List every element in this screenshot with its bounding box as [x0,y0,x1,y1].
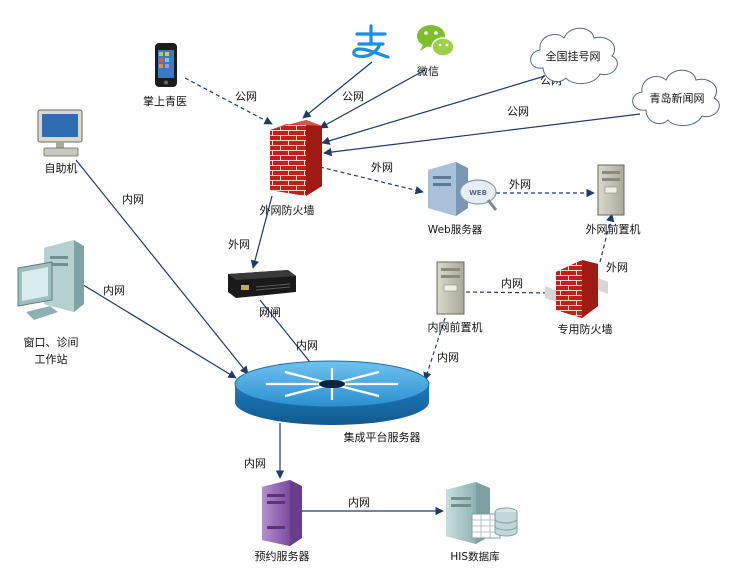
edge-label-alipay-firewall: 公网 [342,90,364,103]
node-label-mobile: 掌上青医 [143,94,187,108]
node-label-workstation-line2: 工作站 [35,352,68,366]
database-server-icon [446,482,518,544]
network-gateway-icon [228,270,296,298]
node-label-wechat: 微信 [417,64,439,78]
edge-label-hub-appointment: 内网 [244,456,266,470]
node-label-external-firewall: 外网防火墙 [260,203,315,217]
node-label-kiosk: 自助机 [45,161,78,175]
alipay-logo-icon [352,24,390,59]
edge-label-internal-front-hub: 内网 [437,350,459,364]
edge-alipay-firewall [302,61,373,119]
brick-firewall-icon [270,120,322,196]
edge-label-qingdao-firewall: 公网 [507,105,529,118]
edge-label-kiosk-hub: 内网 [122,192,144,206]
node-label-appointment-server: 预约服务器 [255,550,310,563]
edge-qingdao-firewall [323,113,641,157]
tower-server-icon [436,261,465,315]
node-label-gateway: 网闸 [259,306,281,319]
node-label-internal-front-machine: 内网前置机 [428,320,483,334]
node-label-qingdao-news: 青岛新闻网 [650,91,705,105]
edge-internal-front-hub [423,317,446,381]
edge-internal-front-dedicated [465,288,554,298]
cloud-icon [632,69,720,126]
edge-label-web-front: 外网 [509,178,531,191]
web-server-icon: WEB [428,162,498,216]
tower-server-icon [597,164,625,216]
edge-label-workstation-hub: 内网 [103,283,125,297]
hub-switch-icon [234,360,430,425]
edge-label-gateway-hub: 内网 [296,338,318,352]
edges [75,61,641,516]
edge-label-dedicated-external-front: 外网 [606,261,628,274]
workstation-icon [17,240,84,320]
edge-workstation-hub [79,282,237,379]
edge-firewall-web [319,166,424,195]
edge-national-firewall [321,75,546,145]
node-label-integration-server: 集成平台服务器 [344,430,421,444]
node-label-web-server: Web服务器 [428,223,483,236]
edge-mobile-firewall [184,77,273,125]
node-label-national-registration: 全国挂号网 [546,49,601,63]
node-label-his-database: HIS数据库 [450,550,499,563]
desktop-computer-icon [37,109,83,157]
edge-kiosk-hub [75,159,249,375]
smartphone-icon [155,43,177,87]
node-label-workstation-line1: 窗口、诊间 [24,335,79,349]
edge-label-internal-front-dedicated: 内网 [501,276,523,290]
wechat-logo-icon [417,25,455,57]
purple-server-icon [262,480,302,546]
edge-wechat-firewall [319,69,426,129]
svg-text:WEB: WEB [469,189,487,197]
edge-label-firewall-web: 外网 [371,161,393,174]
edge-label-mobile-firewall: 公网 [235,90,257,103]
cloud-icon [530,27,618,84]
edge-firewall-gateway [250,195,273,269]
node-label-external-front-machine: 外网前置机 [586,222,641,236]
edge-dedicated-external-front [599,213,615,263]
edge-gateway-hub [259,299,319,373]
edge-label-firewall-gateway: 外网 [228,238,250,251]
node-label-dedicated-firewall: 专用防火墙 [558,322,613,336]
edge-label-appointment-his: 内网 [348,495,370,509]
brick-firewall-icon [545,260,608,318]
